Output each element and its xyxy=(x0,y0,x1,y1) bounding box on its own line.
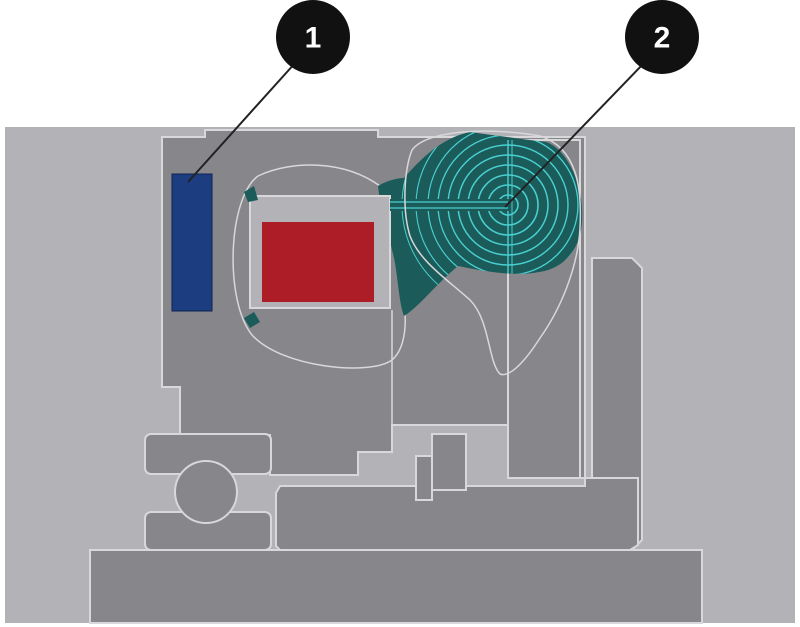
leader-line-1 xyxy=(187,61,297,183)
red-core xyxy=(262,222,374,302)
leader-line-2 xyxy=(504,61,646,208)
callout-1: 1 xyxy=(276,0,350,74)
callout-2-circle xyxy=(625,0,699,74)
callout-2-label: 2 xyxy=(654,22,671,55)
callout-1-circle xyxy=(276,0,350,74)
base-plate xyxy=(89,549,703,624)
teal-field-region xyxy=(378,132,583,316)
callout-1-label: 1 xyxy=(305,22,322,55)
field-contour-right xyxy=(404,130,582,376)
small-block-right xyxy=(431,433,467,491)
callout-2: 2 xyxy=(625,0,699,74)
small-block-left xyxy=(415,455,433,501)
teal-pin-bottom xyxy=(244,312,260,328)
blue-rectangle xyxy=(171,173,213,312)
field-contour-left xyxy=(232,175,406,369)
teal-connector-bar xyxy=(390,199,510,211)
field-contour-left-top xyxy=(257,164,381,187)
roller-circle xyxy=(174,460,238,524)
teal-pin-top xyxy=(244,186,258,202)
